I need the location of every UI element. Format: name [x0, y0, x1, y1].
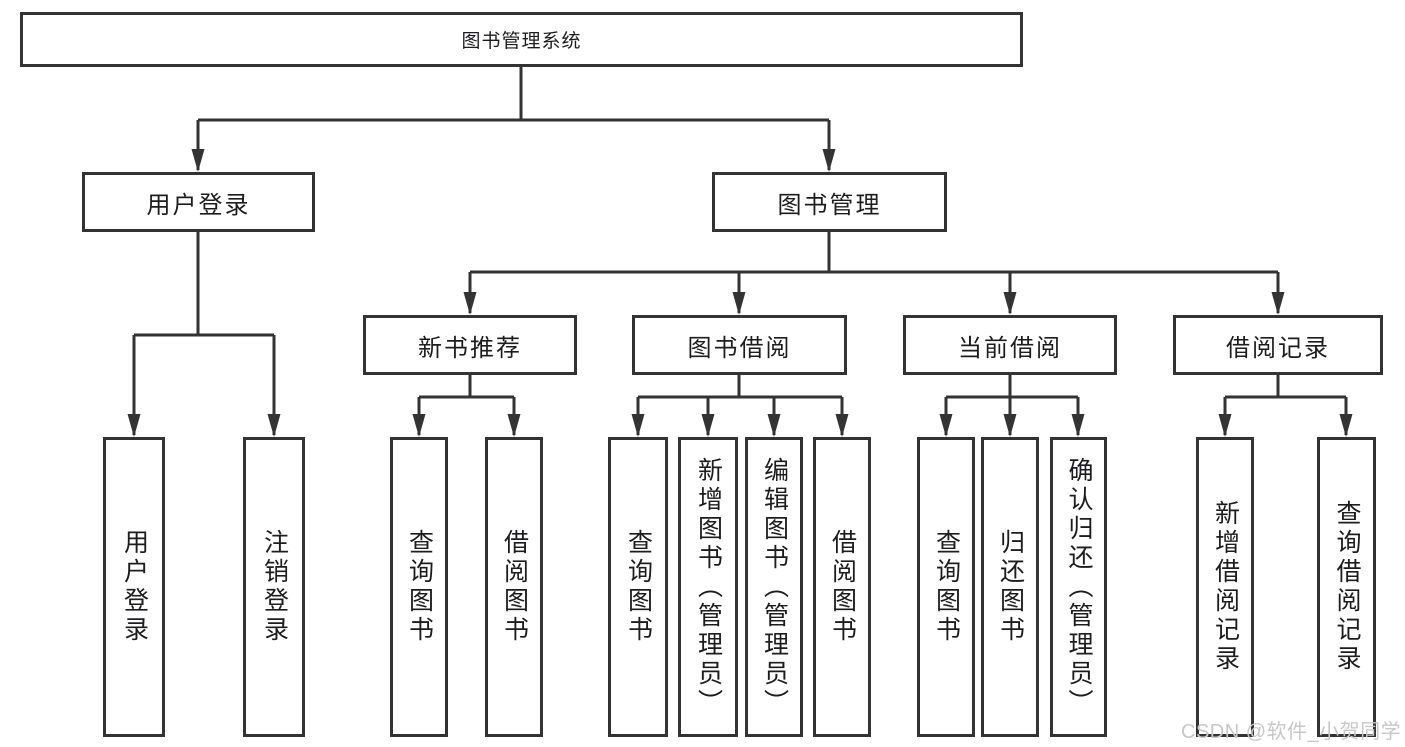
- leaf-query-books-current: 查询图书: [917, 437, 975, 737]
- leaf-edit-books-admin: 编辑图书（管理员）: [745, 437, 803, 737]
- arrowheads: [127, 149, 1353, 437]
- leaf-query-books-recommend: 查询图书: [390, 437, 448, 737]
- leaf-logout: 注销登录: [243, 437, 305, 737]
- leaf-borrow-books-recommend: 借阅图书: [485, 437, 543, 737]
- node-borrow-records: 借阅记录: [1173, 315, 1383, 375]
- node-current-borrow: 当前借阅: [903, 315, 1117, 375]
- leaf-return-books: 归还图书: [981, 437, 1039, 737]
- node-new-book-recommend: 新书推荐: [363, 315, 577, 375]
- node-book-management-branch: 图书管理: [712, 172, 947, 232]
- leaf-query-books-borrow: 查询图书: [608, 437, 668, 737]
- node-user-login-branch: 用户登录: [82, 172, 315, 232]
- node-book-borrow: 图书借阅: [632, 315, 847, 375]
- leaf-borrow-books: 借阅图书: [813, 437, 871, 737]
- leaf-query-borrow-record: 查询借阅记录: [1317, 437, 1376, 737]
- leaf-confirm-return-admin: 确认归还（管理员）: [1050, 437, 1107, 737]
- leaf-add-books-admin: 新增图书（管理员）: [678, 437, 738, 737]
- leaf-user-login: 用户登录: [103, 437, 165, 737]
- csdn-watermark: CSDN @软件_小贺同学: [1181, 721, 1402, 743]
- leaf-add-borrow-record: 新增借阅记录: [1196, 437, 1254, 737]
- node-system-root: 图书管理系统: [20, 12, 1023, 67]
